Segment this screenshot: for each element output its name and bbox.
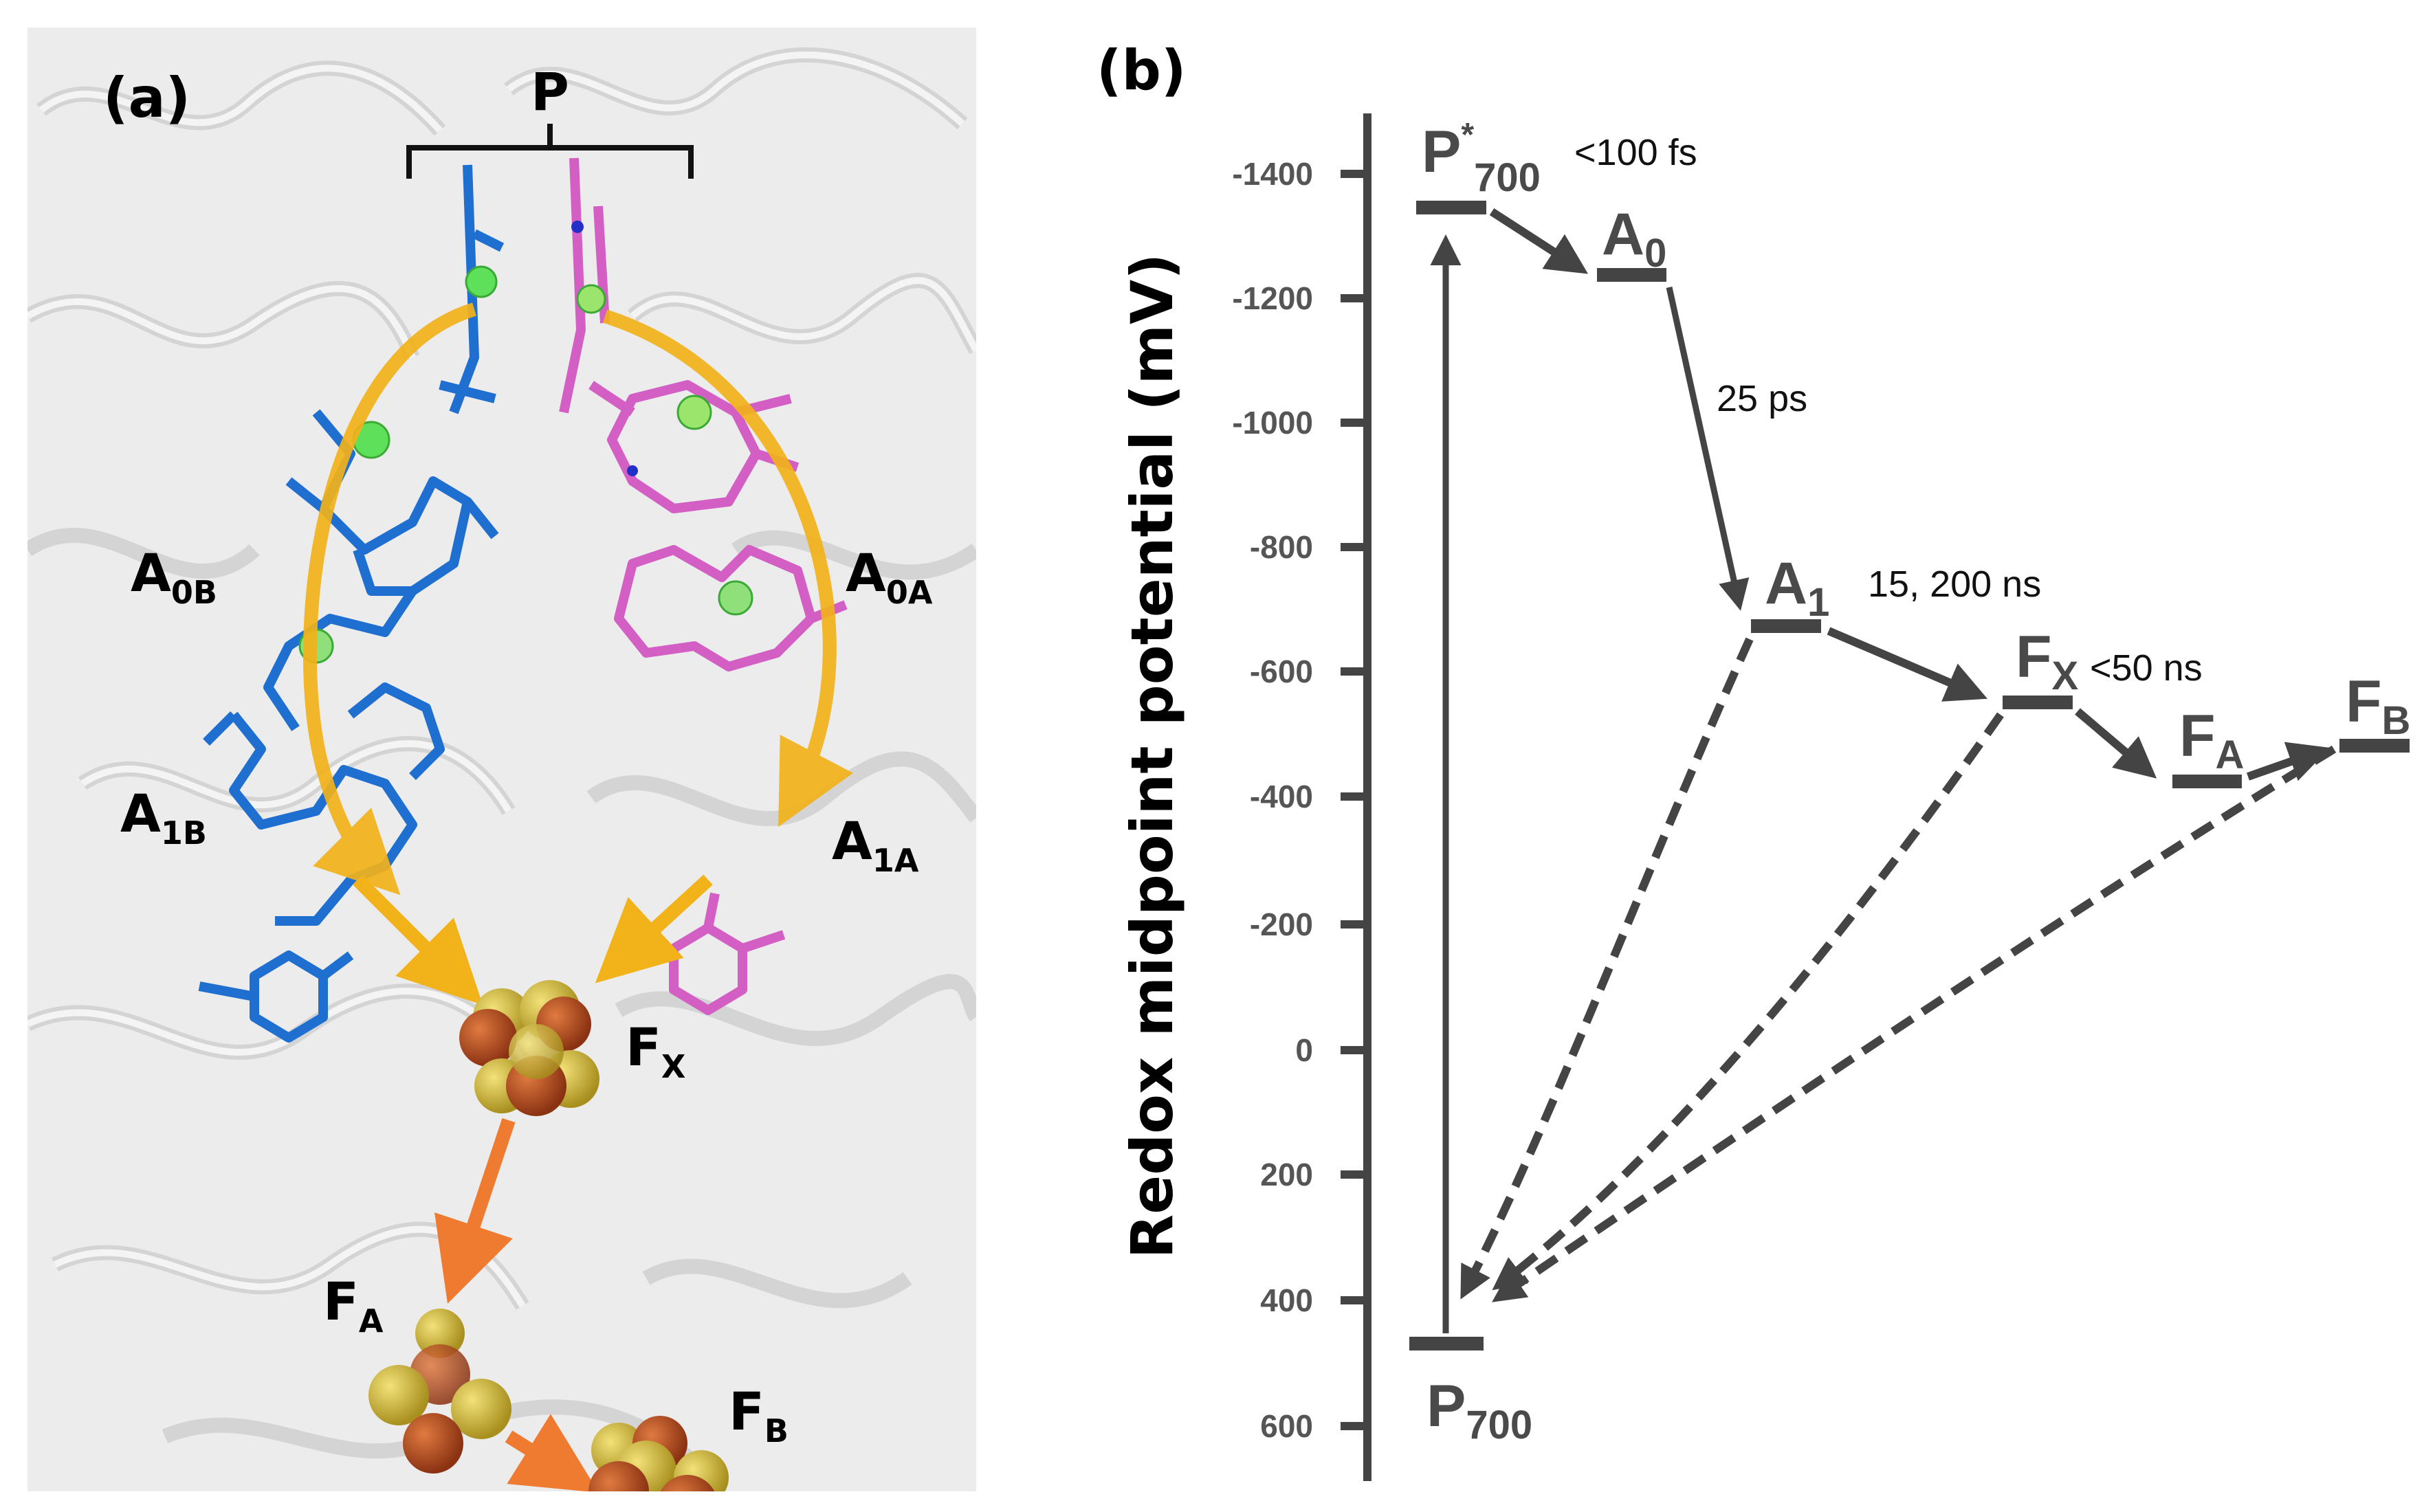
svg-text:0: 0 — [1295, 1032, 1313, 1068]
a1-label: A1 — [1765, 551, 1829, 625]
fb-level-label: FB — [2346, 669, 2410, 743]
svg-text:-600: -600 — [1250, 654, 1313, 689]
a0a-label: A0A — [846, 542, 933, 611]
fa-to-fb-arrow — [505, 1414, 599, 1491]
fa-level-label: FA — [2179, 703, 2244, 777]
y-axis-tick-labels: -1400 -1200 -1000 -800 -600 -400 -200 0 … — [1232, 156, 1313, 1444]
fx-to-p700-recombination — [1492, 712, 2004, 1291]
p-label: P — [531, 61, 569, 122]
svg-text:400: 400 — [1260, 1282, 1313, 1318]
a1a-to-fx-arrow — [595, 874, 713, 983]
svg-text:-800: -800 — [1250, 529, 1313, 565]
p700-star-label: P*700 — [1422, 117, 1541, 200]
fa-label: FA — [323, 1271, 384, 1339]
svg-text:-1000: -1000 — [1232, 405, 1313, 441]
fa-to-fb-arrow-b — [2247, 742, 2331, 781]
svg-text:-1200: -1200 — [1232, 280, 1313, 316]
fx-label: FX — [626, 1016, 685, 1085]
electron-path-arrow-a — [602, 309, 853, 827]
svg-text:-1400: -1400 — [1232, 156, 1313, 192]
energy-levels — [1409, 201, 2410, 1350]
electron-path-arrow-b — [302, 302, 476, 896]
panel-b-label: (b) — [1097, 38, 1186, 102]
a0b-label: A0B — [131, 542, 217, 611]
psi-structure-illustration: (a) P A0B A0A A1B A1A FX FA FB — [27, 47, 976, 1491]
structure-panel-a: (a) P A0B A0A A1B A1A FX FA FB — [27, 27, 976, 1491]
p700star-to-a0-arrow — [1489, 208, 1589, 274]
svg-text:600: 600 — [1260, 1408, 1313, 1444]
panel-a-label: (a) — [103, 66, 190, 130]
a1-to-p700-recombination — [1460, 637, 1754, 1300]
recombination-arrows — [1460, 637, 2337, 1302]
fx-to-fa-arrow-b — [2075, 708, 2157, 779]
protein-ribbons — [27, 47, 976, 1463]
energy-diagram-panel-b: (b) Redox midpoint potential (mV) -1400 … — [990, 0, 2424, 1512]
y-axis-label: Redox midpoint potential (mV) — [1119, 254, 1186, 1259]
a1b-label: A1B — [120, 783, 207, 852]
svg-text:200: 200 — [1260, 1157, 1313, 1192]
fb-cluster — [588, 1416, 729, 1491]
y-axis-ticks — [1341, 170, 1367, 1430]
time-label-a1-fx: 15, 200 ns — [1868, 564, 2041, 605]
forward-transfer-arrows — [1430, 208, 2331, 1333]
fx-to-fa-arrow — [434, 1118, 516, 1304]
p-bracket — [406, 124, 694, 179]
redox-energy-diagram: (b) Redox midpoint potential (mV) -1400 … — [1097, 38, 2410, 1481]
a0-to-a1-arrow — [1666, 287, 1750, 611]
time-label-a0-a1: 25 ps — [1717, 378, 1807, 419]
magnesium-atoms — [298, 265, 753, 664]
time-label-fx-fa: <50 ns — [2090, 647, 2203, 689]
a1-to-fx-arrow — [1827, 627, 1988, 702]
a0-label: A0 — [1602, 201, 1666, 276]
fa-cluster — [368, 1309, 511, 1474]
a1a-label: A1A — [832, 810, 919, 879]
branch-a-cofactors — [559, 157, 848, 1015]
p700-label: P700 — [1426, 1373, 1532, 1447]
fb-label: FB — [729, 1381, 789, 1449]
fx-level-label: FX — [2016, 624, 2079, 698]
fx-cluster — [459, 980, 599, 1116]
svg-text:-400: -400 — [1250, 779, 1313, 814]
time-label-p700-a0: <100 fs — [1574, 132, 1697, 173]
fb-to-p700-recombination — [1492, 745, 2337, 1302]
svg-text:-200: -200 — [1250, 907, 1313, 942]
a1b-to-fx-arrow — [352, 874, 483, 1005]
